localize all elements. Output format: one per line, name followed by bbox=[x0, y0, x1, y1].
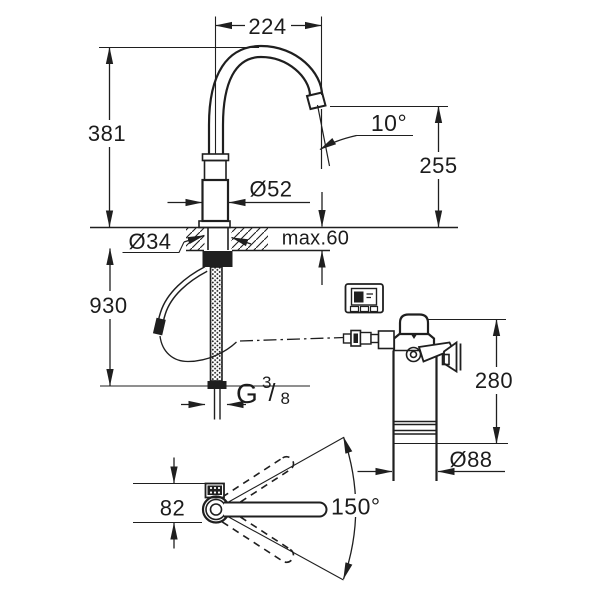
bracket-clip bbox=[441, 353, 450, 366]
swivel-position-lower bbox=[221, 509, 295, 564]
dim-deck-thickness: max.60 bbox=[280, 192, 351, 285]
thread-denominator: 8 bbox=[281, 389, 290, 408]
hose-return-line bbox=[159, 335, 237, 363]
thread-slash: / bbox=[269, 379, 276, 407]
dim-filter-diameter-label: Ø88 bbox=[449, 447, 492, 472]
dim-spout-reach-label: 224 bbox=[248, 14, 286, 39]
swivel-base-inner bbox=[209, 503, 223, 516]
dim-body-diameter-label: Ø52 bbox=[249, 177, 292, 202]
dim-filter-diameter: Ø88 bbox=[357, 447, 505, 476]
display-digits bbox=[354, 291, 364, 303]
thread-numerator: 3 bbox=[262, 373, 271, 392]
dim-outlet-height: 255 bbox=[330, 105, 462, 228]
thread-g-label: G bbox=[236, 378, 258, 409]
dim-filter-height: 280 bbox=[393, 318, 522, 445]
connection-pipe bbox=[213, 389, 221, 420]
spout-outlet-tip bbox=[305, 91, 327, 111]
spout-arc-inner bbox=[221, 55, 312, 154]
swivel-base-mid bbox=[205, 498, 227, 521]
dim-filter-height-label: 280 bbox=[475, 368, 513, 393]
spout-arc-outer bbox=[207, 44, 324, 154]
faucet-neck bbox=[203, 159, 227, 181]
filter-connection-centerline bbox=[239, 336, 345, 342]
spout-flange bbox=[201, 153, 230, 162]
inlet-fittings bbox=[342, 329, 395, 350]
filter-cartridge bbox=[392, 350, 438, 481]
dim-hole-diameter-label: Ø34 bbox=[128, 229, 171, 254]
filter-knob bbox=[405, 346, 422, 363]
dim-hose-length: 930 bbox=[85, 248, 310, 387]
dim-swivel-angle: 150° bbox=[329, 494, 386, 520]
mounting-nut bbox=[202, 251, 233, 267]
filter-unit bbox=[342, 313, 462, 481]
dim-body-diameter: Ø52 bbox=[167, 177, 310, 207]
dim-spout-reach: 224 bbox=[214, 13, 323, 154]
handle-dots bbox=[209, 486, 221, 494]
hose-end-weight bbox=[152, 317, 166, 336]
dim-swivel-angle-label: 150° bbox=[331, 494, 381, 520]
dim-outlet-angle-label: 10° bbox=[371, 110, 407, 136]
pullout-hose bbox=[156, 266, 208, 331]
display-unit bbox=[344, 283, 384, 314]
dim-base-depth: 82 bbox=[133, 457, 205, 549]
dim-height: 381 bbox=[85, 46, 259, 228]
dim-base-depth-label: 82 bbox=[160, 496, 185, 521]
faucet-base bbox=[198, 220, 231, 229]
swivel-limit-lines bbox=[224, 437, 344, 581]
dim-height-label: 381 bbox=[88, 121, 126, 146]
braided-supply-hose bbox=[209, 266, 223, 382]
shank bbox=[207, 228, 229, 250]
dim-outlet-height-label: 255 bbox=[419, 153, 457, 178]
filter-knob-center bbox=[409, 350, 418, 359]
filter-cap bbox=[398, 313, 430, 334]
cartridge-rings bbox=[393, 420, 437, 435]
dim-hole-diameter: Ø34 bbox=[122, 229, 252, 254]
display-marks bbox=[366, 293, 373, 299]
deck-hole bbox=[204, 228, 232, 250]
head-marker bbox=[410, 333, 418, 339]
dim-thread: G 3 / 8 bbox=[181, 373, 290, 409]
spout-top-view bbox=[224, 501, 328, 518]
handle-top-face bbox=[207, 485, 222, 495]
swivel-position-upper bbox=[221, 455, 295, 510]
dim-deck-thickness-label: max.60 bbox=[282, 228, 349, 250]
faucet-body bbox=[201, 178, 230, 223]
faucet-side-view bbox=[90, 44, 458, 420]
dim-outlet-angle: 10° bbox=[316, 104, 413, 169]
dim-hose-length-label: 930 bbox=[89, 293, 127, 318]
faucet-top-view bbox=[201, 436, 357, 581]
display-buttons bbox=[349, 305, 379, 313]
g38-connector bbox=[207, 381, 227, 389]
